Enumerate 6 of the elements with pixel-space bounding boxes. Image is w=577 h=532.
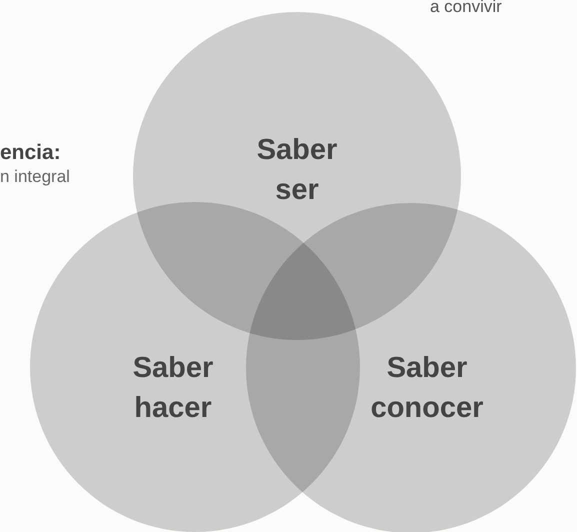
circle-label: Saber ser [256,133,338,208]
circle-label: Saber hacer [132,351,214,426]
body-text: a convivir [430,0,502,17]
body-text: n integral [0,167,70,187]
heading-text: encia: [0,141,61,165]
circle-label: Saber conocer [370,351,484,426]
